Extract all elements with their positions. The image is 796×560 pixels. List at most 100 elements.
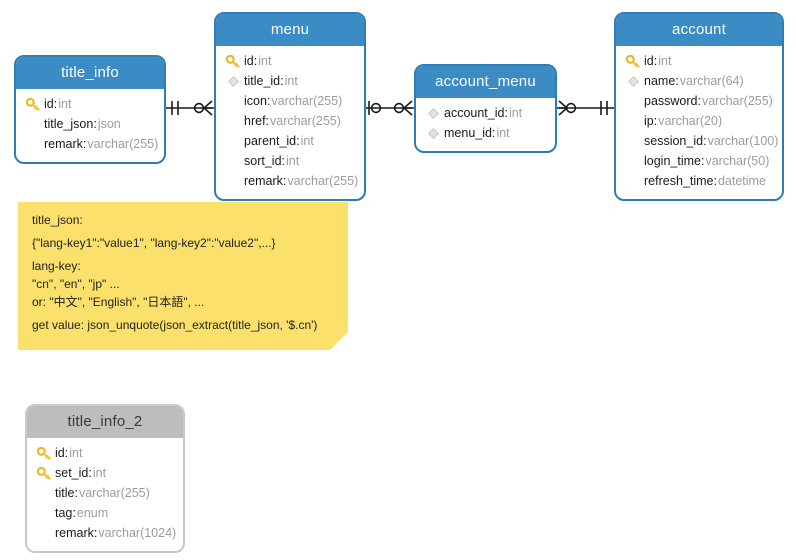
entity-menu-title: menu	[216, 14, 364, 46]
no-icon	[625, 114, 642, 128]
attribute-type: int	[496, 126, 510, 140]
attribute-name: id	[244, 54, 254, 68]
attribute-row: icon : varchar(255)	[216, 91, 364, 111]
attribute-row: session_id : varchar(100)	[616, 131, 782, 151]
attribute-type: varchar(64)	[679, 74, 744, 88]
attribute-name: id	[55, 446, 65, 460]
note-line: or: "中文", "English", "日本語", ...	[32, 295, 205, 309]
rel-title_info-menu	[166, 100, 214, 116]
attribute-row: remark : varchar(255)	[16, 134, 164, 154]
key-icon	[225, 54, 242, 68]
attribute-row: remark : varchar(1024)	[27, 523, 183, 543]
attribute-name: id	[44, 97, 54, 111]
attribute-type: enum	[76, 506, 109, 520]
attribute-type: varchar(255)	[87, 137, 159, 151]
no-icon	[225, 154, 242, 168]
rel-menu-account_menu	[366, 100, 414, 116]
attribute-row: title_json : json	[16, 114, 164, 134]
diamond-icon	[225, 74, 242, 88]
no-icon	[25, 117, 42, 131]
attribute-type: varchar(255)	[701, 94, 773, 108]
attribute-name: account_id	[444, 106, 505, 120]
note-line: lang-key:	[32, 259, 81, 273]
entity-account-attributes: id : int name : varchar(64) password : v…	[616, 46, 782, 199]
attribute-row: sort_id : int	[216, 151, 364, 171]
attribute-type: int	[258, 54, 272, 68]
attribute-type: varchar(255)	[270, 114, 341, 128]
attribute-name: remark	[244, 174, 283, 188]
entity-menu-attributes: id : int title_id : int icon : varchar(2…	[216, 46, 364, 199]
key-icon	[36, 466, 53, 480]
attribute-row: password : varchar(255)	[616, 91, 782, 111]
attribute-row: id : int	[216, 51, 364, 71]
note-line: get value: json_unquote(json_extract(tit…	[32, 318, 318, 332]
key-icon	[625, 54, 642, 68]
attribute-row: refresh_time : datetime	[616, 171, 782, 191]
diamond-icon	[425, 126, 442, 140]
no-icon	[625, 134, 642, 148]
entity-menu[interactable]: menu id : int	[214, 12, 366, 201]
attribute-type: varchar(255)	[287, 174, 359, 188]
note-line: {"lang-key1":"value1", "lang-key2":"valu…	[32, 236, 276, 250]
attribute-row: id : int	[16, 94, 164, 114]
attribute-name: href	[244, 114, 266, 128]
attribute-name: ip	[644, 114, 654, 128]
attribute-name: login_time	[644, 154, 701, 168]
attribute-type: int	[58, 97, 72, 111]
attribute-type: varchar(1024)	[98, 526, 177, 540]
entity-title_info-title: title_info	[16, 57, 164, 89]
entity-account[interactable]: account id : int	[614, 12, 784, 201]
key-icon	[25, 97, 42, 111]
entity-title_info_2-attributes: id : int set_id : int title	[27, 438, 183, 551]
attribute-type: int	[284, 74, 298, 88]
attribute-row: id : int	[27, 443, 183, 463]
rel-account_menu-account	[557, 100, 614, 116]
attribute-name: title	[55, 486, 75, 500]
entity-title_info[interactable]: title_info id : int title_json : json	[14, 55, 166, 164]
no-icon	[36, 486, 53, 500]
attribute-type: varchar(20)	[658, 114, 723, 128]
attribute-name: refresh_time	[644, 174, 714, 188]
no-icon	[625, 154, 642, 168]
attribute-type: varchar(255)	[271, 94, 343, 108]
diamond-icon	[625, 74, 642, 88]
attribute-type: datetime	[717, 174, 766, 188]
attribute-type: int	[658, 54, 672, 68]
no-icon	[225, 114, 242, 128]
attribute-name: remark	[55, 526, 94, 540]
attribute-row: account_id : int	[416, 103, 555, 123]
attribute-name: icon	[244, 94, 267, 108]
attribute-type: varchar(100)	[707, 134, 779, 148]
attribute-row: title_id : int	[216, 71, 364, 91]
attribute-row: menu_id : int	[416, 123, 555, 143]
attribute-name: parent_id	[244, 134, 297, 148]
attribute-name: name	[644, 74, 676, 88]
note-fold-corner-icon	[330, 332, 348, 350]
no-icon	[625, 174, 642, 188]
attribute-type: int	[92, 466, 107, 480]
diamond-icon	[425, 106, 442, 120]
entity-account_menu-attributes: account_id : int menu_id : int	[416, 98, 555, 151]
no-icon	[36, 526, 53, 540]
entity-account-title: account	[616, 14, 782, 46]
attribute-type: varchar(255)	[78, 486, 150, 500]
entity-account_menu[interactable]: account_menu account_id : int menu_i	[414, 64, 557, 153]
attribute-row: id : int	[616, 51, 782, 71]
attribute-type: varchar(50)	[705, 154, 770, 168]
no-icon	[25, 137, 42, 151]
attribute-row: href : varchar(255)	[216, 111, 364, 131]
note-line: title_json:	[32, 213, 83, 227]
entity-account_menu-title: account_menu	[416, 66, 555, 98]
attribute-name: set_id	[55, 466, 89, 480]
note-line: "cn", "en", "jp" ...	[32, 277, 120, 291]
attribute-row: tag : enum	[27, 503, 183, 523]
attribute-type: int	[69, 446, 83, 460]
entity-title_info-attributes: id : int title_json : json remark : varc…	[16, 89, 164, 162]
attribute-type: json	[97, 117, 121, 131]
attribute-name: title_id	[244, 74, 281, 88]
entity-title_info_2[interactable]: title_info_2 id : int	[25, 404, 185, 553]
no-icon	[225, 94, 242, 108]
key-icon	[36, 446, 53, 460]
title-json-note[interactable]: title_json: {"lang-key1":"value1", "lang…	[18, 202, 348, 350]
